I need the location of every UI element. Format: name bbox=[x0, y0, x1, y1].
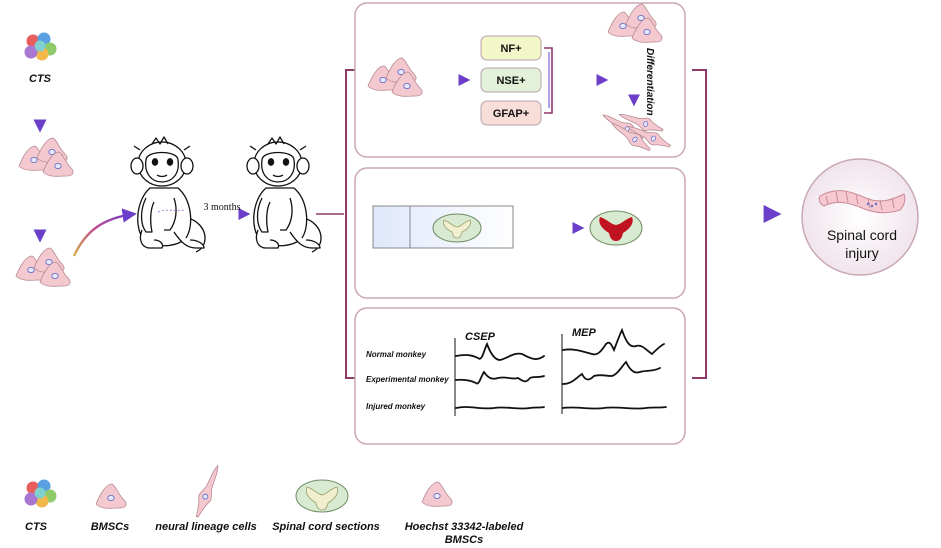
interval-label: 3 months bbox=[204, 202, 241, 213]
arrow-labeled-to-monkey bbox=[72, 208, 137, 257]
differentiation-label: Differentiation bbox=[644, 48, 655, 116]
cts-icon bbox=[24, 32, 57, 61]
mep-label: MEP bbox=[572, 327, 597, 339]
marker-gfap-box bbox=[480, 100, 542, 126]
monkey-followup bbox=[246, 136, 322, 253]
trace-mep-experimental bbox=[562, 360, 661, 385]
marker-nse-box bbox=[480, 67, 542, 93]
outcome-line2: injury bbox=[845, 245, 878, 261]
legend-neuron-label: neural lineage cells bbox=[155, 521, 257, 533]
marker-nse: NSE+ bbox=[496, 75, 525, 87]
trace-mep-injured bbox=[562, 406, 667, 410]
cts-flow-label: CTS bbox=[29, 73, 52, 85]
row-experimental: Experimental monkey bbox=[366, 375, 449, 384]
legend-labeled-bmsc-label2: BMSCs bbox=[445, 534, 484, 546]
legend-section-icon bbox=[295, 479, 349, 513]
left-bracket bbox=[345, 69, 358, 379]
panel-electrophysiology bbox=[354, 307, 686, 445]
legend-labeled-bmsc-icon bbox=[421, 481, 453, 507]
legend-bmsc-label: BMSCs bbox=[91, 521, 130, 533]
trace-mep-normal bbox=[562, 327, 665, 356]
trace-csep-normal bbox=[455, 341, 545, 361]
marker-gfap: GFAP+ bbox=[493, 108, 529, 120]
legend: CTS BMSCs neural lineage cells Spinal co… bbox=[24, 462, 524, 546]
row-injured: Injured monkey bbox=[366, 402, 426, 411]
legend-cts-label: CTS bbox=[25, 521, 48, 533]
legend-bmsc-icon bbox=[95, 483, 127, 509]
row-normal: Normal monkey bbox=[366, 350, 427, 359]
legend-section-label: Spinal cord sections bbox=[272, 521, 380, 533]
marker-bracket bbox=[544, 47, 553, 114]
outcome-line1: Spinal cord bbox=[827, 227, 897, 243]
legend-cts-icon bbox=[24, 479, 57, 508]
marker-nf: NF+ bbox=[500, 43, 521, 55]
spinal-section-unstained bbox=[432, 213, 482, 243]
trace-csep-injured bbox=[455, 406, 545, 410]
labeled-bmsc-cluster bbox=[16, 248, 70, 286]
spinal-cord-image bbox=[818, 190, 906, 214]
csep-label: CSEP bbox=[465, 331, 496, 343]
outcome-circle bbox=[801, 158, 919, 276]
trace-csep-experimental bbox=[455, 370, 545, 385]
monkey-transplanted bbox=[130, 136, 206, 253]
legend-neuron-icon bbox=[190, 462, 225, 520]
right-bracket bbox=[692, 69, 707, 379]
legend-labeled-bmsc-label: Hoechst 33342-labeled bbox=[405, 521, 524, 533]
spinal-section-stained bbox=[589, 210, 643, 246]
marker-nf-box bbox=[480, 35, 542, 61]
panel-histology bbox=[354, 167, 686, 299]
bmsc-cluster-culture bbox=[19, 138, 73, 176]
